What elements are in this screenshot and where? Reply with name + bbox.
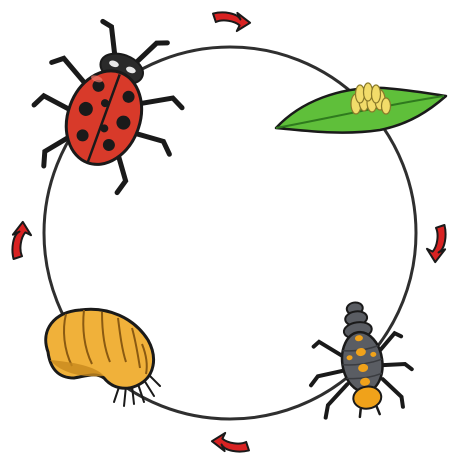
- arrow-bottom-icon: [211, 431, 251, 454]
- arrow-top-icon: [211, 10, 251, 33]
- pupa-icon: [46, 309, 160, 406]
- eggs-on-leaf-icon: [276, 83, 446, 133]
- larva-icon: [300, 296, 417, 423]
- arrow-right-icon: [425, 223, 448, 263]
- ladybug-icon: [16, 7, 205, 205]
- arrow-left-icon: [10, 221, 33, 261]
